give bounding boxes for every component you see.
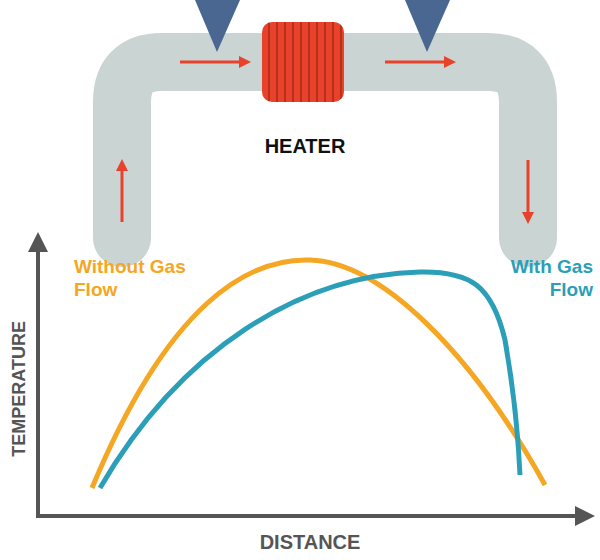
flow-arrow (527, 160, 530, 218)
flow-arrow (385, 61, 450, 64)
curve-label: With Gas Flow (478, 256, 593, 302)
heater-coil (262, 22, 344, 102)
sensor-triangle (405, 0, 450, 52)
axis-label: TEMPERATURE (9, 309, 31, 469)
x-axis (36, 514, 585, 518)
heater-label: HEATER (245, 134, 365, 158)
flow-arrow (180, 61, 245, 64)
curve-label: Without Gas Flow (74, 256, 199, 302)
curve-without-flow (92, 260, 545, 488)
sensor-triangle (195, 0, 240, 52)
y-axis (36, 242, 40, 516)
curve-with-flow (100, 272, 520, 488)
flow-arrow (121, 165, 124, 222)
axis-label: DISTANCE (220, 530, 400, 554)
